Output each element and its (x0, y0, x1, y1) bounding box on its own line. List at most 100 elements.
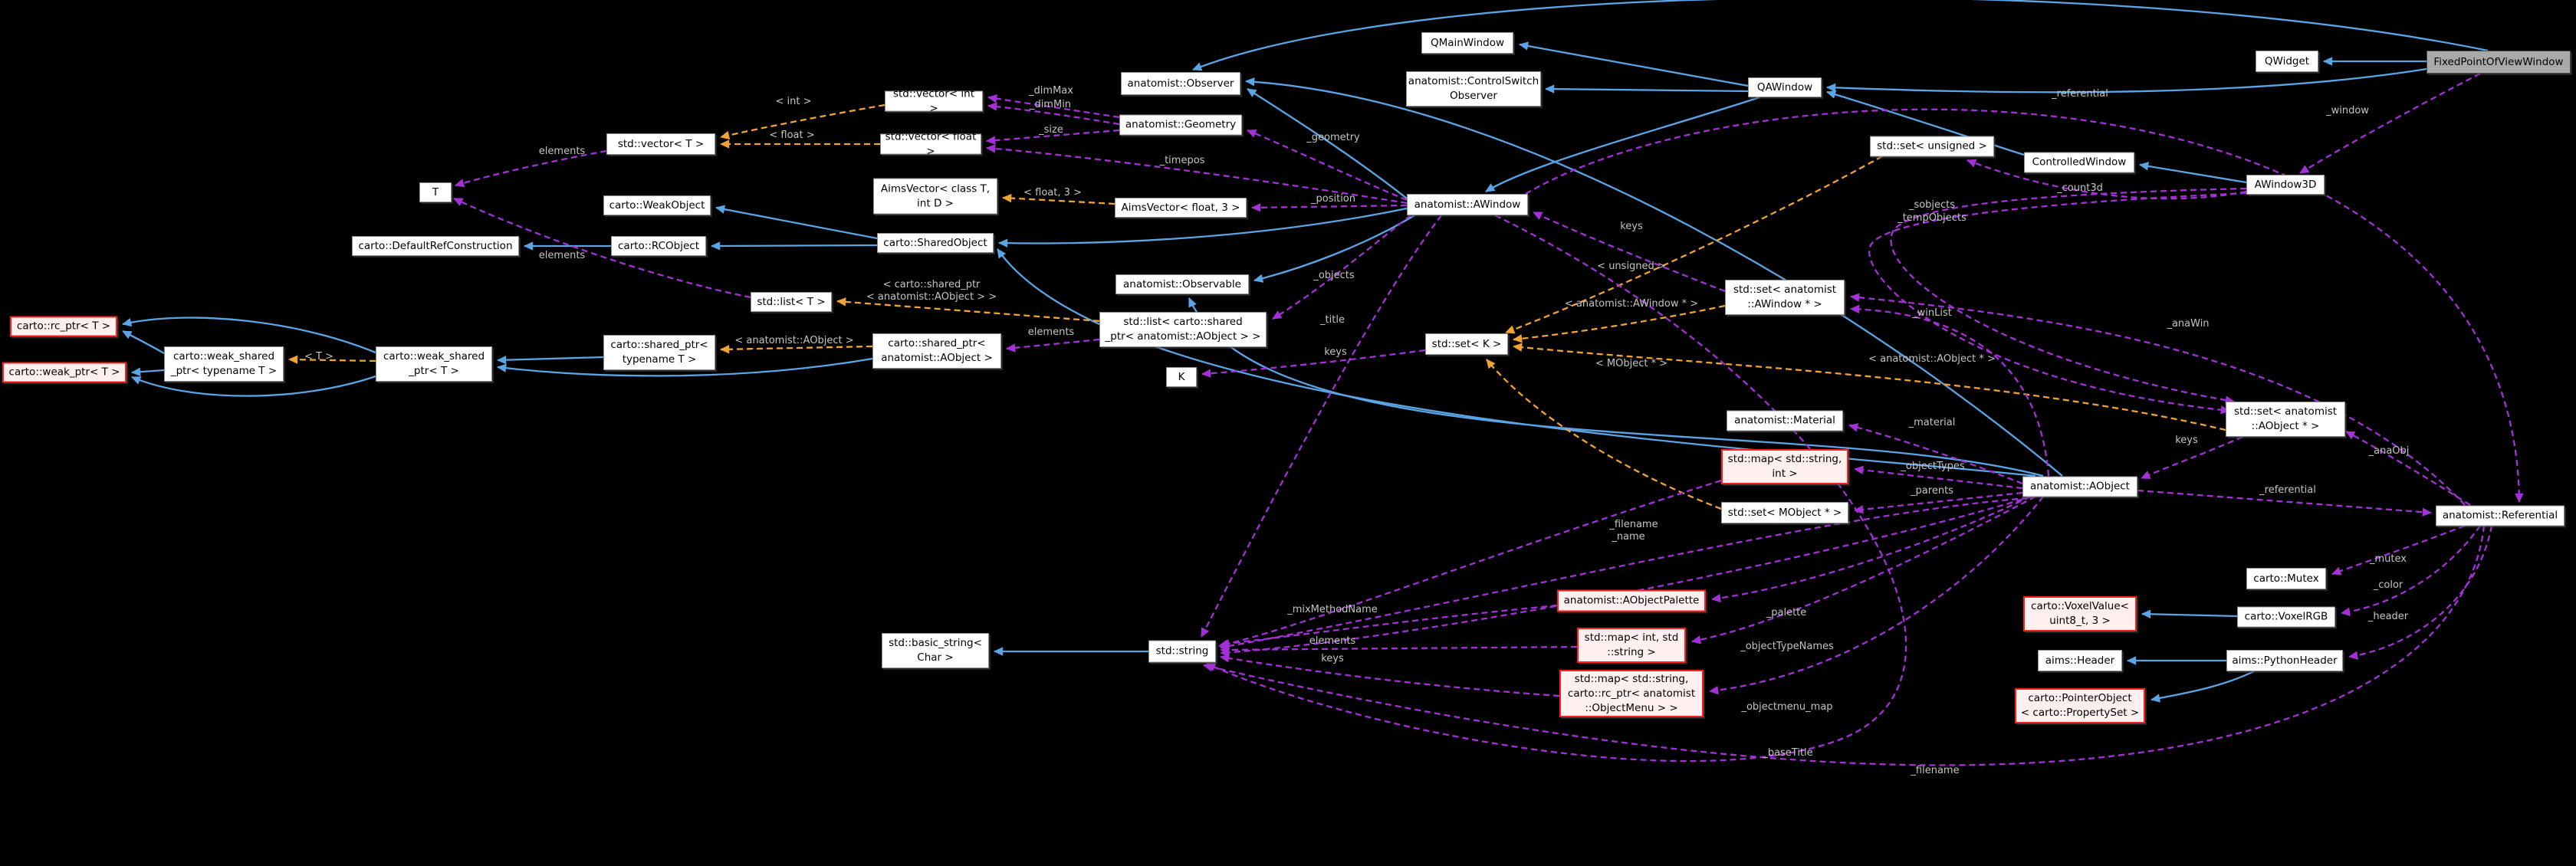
node-label: carto::shared_ptr< anatomist::AObject > (881, 337, 993, 364)
node-mutex[interactable]: carto::Mutex (2246, 568, 2326, 589)
node-label: carto::weak_shared _ptr< T > (383, 350, 485, 377)
edge-label: _anaWin (2167, 318, 2210, 330)
edge-geometry-vector_int (987, 94, 1120, 119)
node-map_is[interactable]: std::map< int, std ::string > (1577, 628, 1686, 663)
node-aims_T[interactable]: AimsVector< class T, int D > (873, 178, 997, 215)
node-header[interactable]: aims::Header (2038, 650, 2122, 671)
node-awindow3d[interactable]: AWindow3D (2246, 175, 2325, 195)
edge-label: _referential (2052, 88, 2108, 100)
edge-referential-string (1202, 525, 2486, 766)
edge-label: < anatomist::AObject * > (1868, 353, 1996, 365)
node-qwidget[interactable]: QWidget (2256, 51, 2318, 72)
node-label: anatomist::AObject (2030, 480, 2130, 493)
edge-label: < anatomist::AObject > (734, 335, 854, 346)
edge-label: _objects (1313, 270, 1355, 281)
node-controlswitch[interactable]: anatomist::ControlSwitch Observer (1406, 71, 1541, 107)
node-weak_ptr[interactable]: carto::weak_ptr< T > (2, 362, 127, 383)
node-weak_shared_T[interactable]: carto::weak_shared _ptr< T > (376, 346, 492, 382)
edge-weak_shared_T-weak_ptr (131, 375, 376, 397)
node-label: anatomist::Observable (1123, 277, 1241, 290)
node-aobject[interactable]: anatomist::AObject (2022, 476, 2137, 497)
edge-list_shared-shared_ao (1005, 338, 1100, 353)
edge-set_mo-set_K (1486, 359, 1722, 510)
edge-label: _name (1612, 531, 1645, 543)
node-label: anatomist::Geometry (1125, 118, 1237, 131)
node-material[interactable]: anatomist::Material (1727, 410, 1843, 431)
node-referential[interactable]: anatomist::Referential (2436, 505, 2564, 526)
edge-label: _objectTypeNames (1740, 641, 1834, 652)
node-label: AimsVector< class T, int D > (880, 182, 991, 209)
node-basic_string[interactable]: std::basic_string< Char > (882, 633, 989, 668)
edge-label: _count3d (2057, 182, 2103, 194)
node-controlledwindow[interactable]: ControlledWindow (2024, 152, 2134, 173)
node-map_menu[interactable]: std::map< std::string, carto::rc_ptr< an… (1559, 670, 1704, 717)
node-T[interactable]: T (419, 182, 452, 202)
node-awindow[interactable]: anatomist::AWindow (1407, 194, 1528, 215)
node-voxelvalue[interactable]: carto::VoxelValue< uint8_t, 3 > (2023, 596, 2137, 631)
node-label: carto::weak_ptr< T > (8, 366, 120, 379)
node-aims_f3[interactable]: AimsVector< float, 3 > (1115, 198, 1247, 218)
node-K[interactable]: K (1166, 367, 1197, 387)
node-shared_tn[interactable]: carto::shared_ptr< typename T > (603, 335, 715, 370)
node-map_si[interactable]: std::map< std::string, int > (1721, 449, 1848, 484)
node-label: AWindow3D (2254, 178, 2317, 191)
node-label: anatomist::ControlSwitch Observer (1408, 75, 1539, 102)
node-pointerobj[interactable]: carto::PointerObject < carto::PropertySe… (2015, 688, 2145, 723)
edge-fpovw-awindow3d (2299, 72, 2481, 174)
node-label: anatomist::AObjectPalette (1563, 594, 1700, 607)
edge-label: _color (2373, 579, 2404, 591)
node-pythonheader[interactable]: aims::PythonHeader (2226, 650, 2343, 671)
node-geometry[interactable]: anatomist::Geometry (1119, 114, 1242, 136)
node-string[interactable]: std::string (1148, 640, 1216, 663)
edge-paths (121, 0, 2524, 766)
node-qawindow[interactable]: QAWindow (1748, 77, 1822, 97)
edge-aobject-palette (1710, 495, 2031, 603)
node-weak_shared_tn[interactable]: carto::weak_shared _ptr< typename T > (164, 346, 284, 382)
node-vector_float[interactable]: std::vector< float > (880, 130, 981, 157)
edge-awindow-observer (1247, 88, 1408, 199)
edge-shared_ao-shared_tn (719, 345, 873, 354)
node-observer[interactable]: anatomist::Observer (1121, 72, 1240, 95)
edge-referential-pythonheader (2348, 525, 2493, 660)
node-label: carto::SharedObject (883, 236, 987, 249)
edge-label: elements (1309, 635, 1356, 647)
node-palette[interactable]: anatomist::AObjectPalette (1557, 589, 1706, 612)
node-set_K[interactable]: std::set< K > (1425, 333, 1508, 355)
edge-pythonheader-pointerobj (2150, 670, 2255, 703)
node-label: std::vector< T > (617, 137, 705, 150)
node-label: aims::Header (2045, 654, 2115, 667)
edge-label: elements (1027, 326, 1075, 338)
edge-list_shared-list_T (836, 297, 1100, 323)
edge-label: < float > (769, 130, 815, 141)
node-label: std::set< anatomist ::AWindow * > (1733, 284, 1837, 310)
node-rc_ptr[interactable]: carto::rc_ptr< T > (10, 316, 117, 337)
node-shared_ao[interactable]: carto::shared_ptr< anatomist::AObject > (872, 333, 1001, 369)
node-sharedobject[interactable]: carto::SharedObject (877, 233, 994, 253)
node-set_ao[interactable]: std::set< anatomist ::AObject * > (2226, 402, 2345, 437)
edge-label: < T > (304, 351, 334, 362)
node-vector_int[interactable]: std::vector< int > (885, 87, 983, 114)
edge-awindow3d-controlledwindow (2138, 162, 2247, 184)
node-observable[interactable]: anatomist::Observable (1116, 274, 1249, 294)
node-rcobject[interactable]: carto::RCObject (611, 236, 706, 256)
edge-weak_shared_T-weak_shared_tn (288, 355, 376, 364)
node-voxelrgb[interactable]: carto::VoxelRGB (2237, 606, 2335, 628)
edge-label: < MObject * > (1595, 358, 1668, 369)
node-defaultref[interactable]: carto::DefaultRefConstruction (352, 236, 519, 256)
edge-fpovw-observer (1192, 0, 2489, 71)
node-set_awin[interactable]: std::set< anatomist ::AWindow * > (1725, 280, 1845, 315)
edge-awindow-vector_float (985, 144, 1408, 205)
node-set_unsigned[interactable]: std::set< unsigned > (1870, 136, 1994, 157)
node-vector_T[interactable]: std::vector< T > (606, 133, 715, 155)
node-weakobject[interactable]: carto::WeakObject (603, 195, 711, 215)
edge-awindow-list_shared (1272, 215, 1411, 320)
node-list_T[interactable]: std::list< T > (751, 292, 832, 312)
node-set_mo[interactable]: std::set< MObject * > (1721, 502, 1848, 523)
edge-label: _size (1039, 124, 1063, 136)
edge-label: _title (1320, 314, 1345, 326)
node-list_shared[interactable]: std::list< carto::shared _ptr< anatomist… (1099, 312, 1267, 347)
edge-awindow-sharedobject (997, 207, 1408, 248)
node-qmainwindow[interactable]: QMainWindow (1421, 32, 1513, 54)
